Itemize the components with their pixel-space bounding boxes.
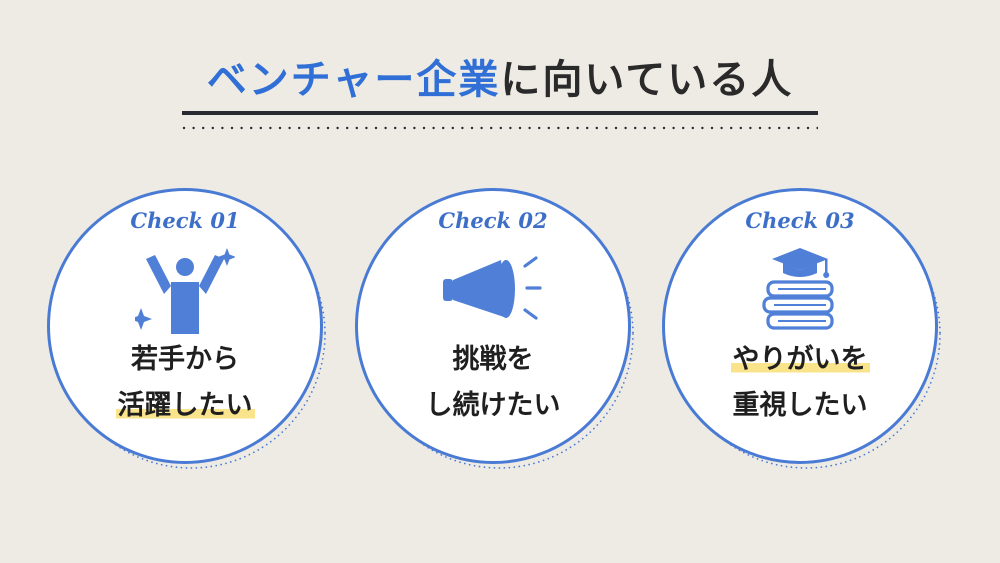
check-label: Check 01 (130, 208, 240, 233)
check-label: Check 02 (438, 208, 548, 233)
card-text-line-1: 若手から (131, 344, 239, 375)
card-check-02: Check 02 挑戦を し続けたい (355, 188, 634, 469)
cheering-person-icon (135, 248, 235, 334)
highlighted-text: やりがいを (730, 344, 870, 375)
card-circle (355, 188, 631, 464)
card-text-line-2: 重視したい (732, 390, 868, 421)
card-check-01: Check 01 若手から 活躍したい (47, 188, 326, 469)
card-text-line-1: 挑戦を (452, 344, 534, 375)
card-text-line-2: し続けたい (425, 390, 561, 421)
page-title: ベンチャー企業に向いている人 (0, 52, 1000, 108)
title-rest: に向いている人 (500, 57, 794, 103)
graduation-books-icon (762, 248, 834, 330)
megaphone-icon (443, 256, 542, 320)
card-text-line-2: 活躍したい (47, 384, 323, 428)
check-label: Check 03 (745, 208, 855, 233)
title-accent: ベンチャー企業 (206, 57, 501, 103)
card-circle (662, 188, 938, 464)
card-text-line-1: やりがいを (662, 338, 938, 382)
highlighted-text: 活躍したい (115, 390, 255, 421)
card-check-03: Check 03 やりがいを 重視したい (662, 188, 941, 469)
title-dotted-line (182, 126, 818, 130)
title-underline (182, 111, 818, 115)
